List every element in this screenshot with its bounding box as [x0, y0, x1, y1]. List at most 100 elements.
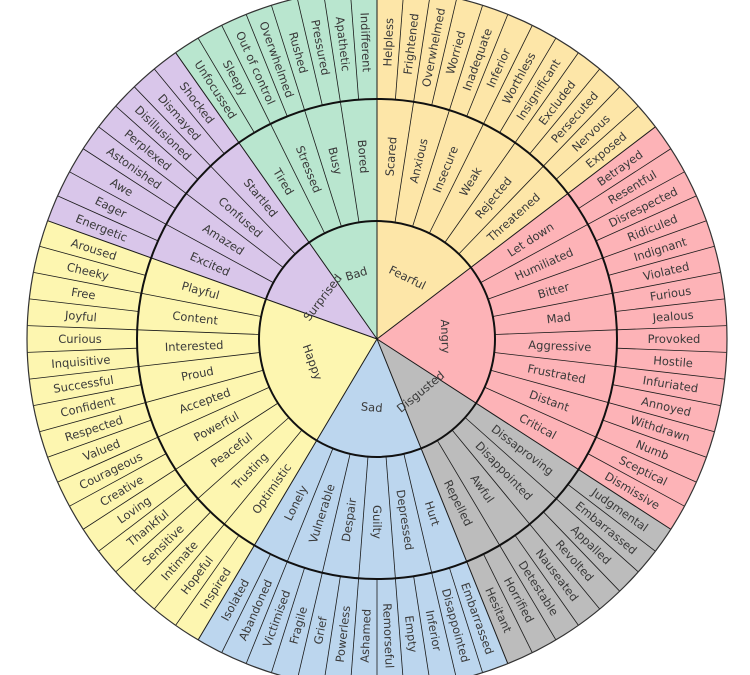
core-divider: [376, 338, 672, 530]
group-divider: [324, 0, 360, 223]
word-divider: [33, 384, 142, 407]
word-divider: [175, 535, 240, 626]
outer-ring: [26, 0, 728, 675]
middle-ring: [136, 98, 618, 580]
tertiary-emotion-label: Grief: [311, 615, 330, 646]
word-divider: [529, 68, 600, 155]
group-divider: [444, 52, 579, 243]
word-divider: [115, 105, 199, 180]
group-divider: [57, 386, 270, 483]
word-divider: [297, 0, 323, 106]
secondary-emotion-label: Interested: [165, 338, 224, 354]
secondary-emotion-label: Busy: [325, 146, 345, 177]
group-divider: [134, 86, 296, 255]
core-sector-surprised: [47, 52, 377, 339]
secondary-emotion-label: Proud: [180, 364, 215, 384]
group-divider: [98, 126, 284, 268]
secondary-emotion-label: Guilty: [370, 505, 384, 539]
group-divider: [458, 86, 620, 255]
tertiary-emotion-label: Free: [70, 285, 96, 303]
group-divider: [221, 25, 325, 234]
group-divider: [154, 429, 303, 610]
word-divider: [350, 0, 360, 100]
word-divider: [567, 484, 656, 552]
core-emotion-label: Sad: [360, 399, 383, 415]
word-divider: [69, 453, 167, 507]
group-divider: [429, 25, 533, 234]
group-divider: [297, 453, 351, 675]
word-divider: [466, 14, 509, 117]
secondary-emotion-label: Content: [172, 308, 220, 327]
word-divider: [413, 576, 430, 675]
tertiary-emotion-label: Frightened: [401, 13, 422, 76]
group-divider: [27, 325, 260, 335]
group-divider: [492, 271, 721, 317]
word-divider: [221, 553, 271, 653]
core-sector-angry: [377, 126, 727, 530]
word-divider: [98, 484, 187, 552]
word-divider: [431, 0, 457, 106]
group-divider: [69, 171, 274, 283]
tertiary-emotion-label: Remorseful: [380, 603, 396, 669]
group-divider: [480, 171, 685, 283]
group-divider: [385, 456, 404, 675]
word-divider: [245, 14, 288, 117]
tertiary-emotion-label: Ashamed: [358, 609, 374, 663]
group-divider: [39, 369, 264, 433]
core-divider: [376, 126, 656, 340]
word-divider: [612, 384, 721, 407]
group-divider: [33, 271, 262, 317]
tertiary-emotion-label: Joyful: [64, 308, 98, 324]
group-divider: [350, 456, 369, 675]
word-divider: [39, 245, 146, 276]
word-divider: [499, 37, 557, 133]
group-divider: [494, 325, 727, 335]
word-divider: [394, 0, 404, 100]
word-divider: [578, 148, 671, 209]
word-divider: [324, 576, 341, 675]
core-sector-fearful: [377, 0, 656, 339]
word-divider: [602, 419, 707, 458]
tertiary-emotion-label: Hostile: [653, 353, 694, 370]
group-divider: [487, 220, 707, 300]
group-divider: [412, 5, 483, 227]
word-divider: [587, 453, 685, 507]
word-divider: [514, 535, 579, 626]
word-divider: [449, 567, 483, 673]
group-divider: [436, 440, 557, 641]
tertiary-emotion-label: Curious: [58, 332, 102, 346]
core-sector-disgusted: [377, 339, 671, 664]
group-divider: [115, 417, 290, 573]
word-divider: [29, 298, 139, 312]
core-sector-happy: [27, 220, 378, 640]
core-divider: [197, 338, 378, 641]
secondary-emotion-label: Bored: [355, 139, 372, 174]
word-divider: [615, 298, 725, 312]
secondary-emotion-label: Scared: [383, 136, 400, 176]
group-divider: [484, 386, 697, 483]
word-divider: [57, 195, 159, 242]
tertiary-emotion-label: Helpless: [380, 18, 396, 67]
word-divider: [27, 347, 138, 353]
group-divider: [271, 5, 342, 227]
group-divider: [83, 402, 279, 530]
secondary-emotion-label: Aggressive: [528, 338, 592, 354]
word-divider: [134, 511, 211, 592]
word-divider: [555, 105, 639, 180]
tertiary-emotion-label: Furious: [649, 284, 692, 304]
tertiary-emotion-label: Indifferent: [357, 12, 373, 73]
group-divider: [394, 0, 430, 223]
tertiary-emotion-label: Inquisitive: [51, 352, 111, 370]
secondary-emotion-label: Mad: [546, 310, 572, 327]
group-divider: [29, 352, 260, 380]
word-divider: [483, 553, 533, 653]
wheel-sectors: [27, 0, 727, 675]
tertiary-emotion-label: Powerless: [333, 605, 353, 663]
tertiary-emotion-label: Provoked: [648, 332, 701, 346]
group-divider: [451, 429, 600, 610]
word-divider: [543, 511, 620, 592]
word-divider: [154, 68, 225, 155]
secondary-emotion-label: Despair: [339, 497, 360, 543]
